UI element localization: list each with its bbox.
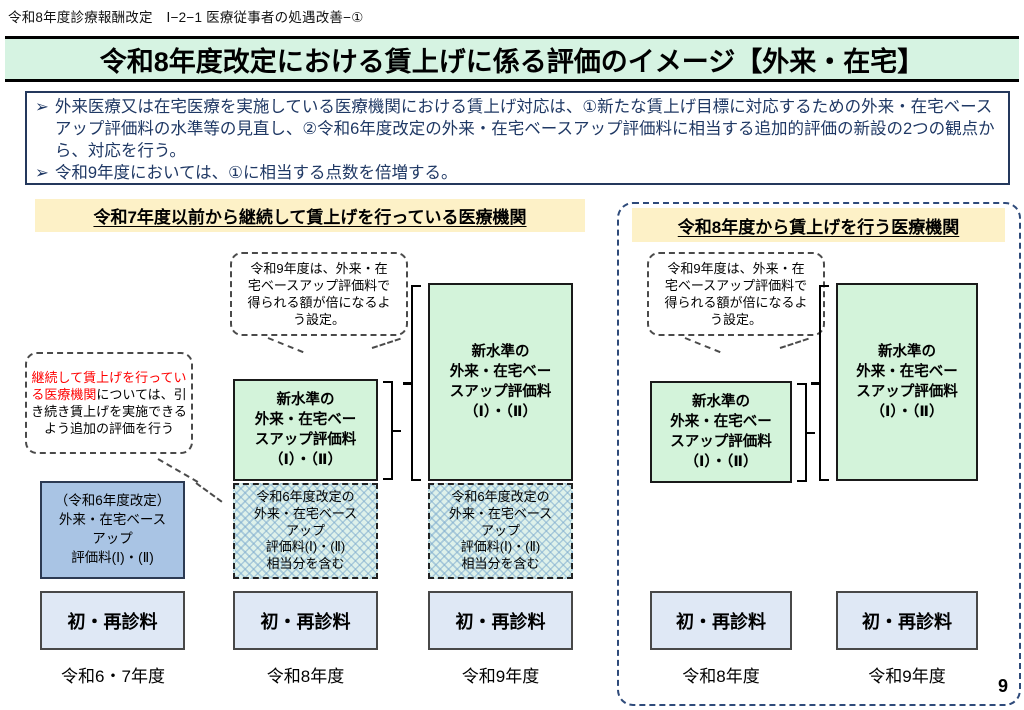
arrow-bullet-icon: ➢	[35, 98, 49, 116]
box-shosai-l2: 初・再診料	[233, 591, 378, 650]
box-r6-baseup-blue: （令和6年度改定） 外来・在宅ベース アップ 評価料(Ⅰ)・(Ⅱ)	[40, 481, 185, 579]
summary-bullet-1: ➢ 外来医療又は在宅医療を実施している医療機関における賃上げ対応は、①新たな賃上…	[35, 97, 998, 163]
bracket-tick	[811, 382, 820, 385]
left-section-header: 令和7年度以前から継続して賃上げを行っている医療機関	[35, 199, 585, 232]
box-shosai-r2: 初・再診料	[836, 591, 978, 650]
box-new-level-l2: 新水準の 外来・在宅ベー スアップ評価料 （Ⅰ）・（Ⅱ）	[233, 379, 378, 481]
box-new-level-r1: 新水準の 外来・在宅ベー スアップ評価料 （Ⅰ）・（Ⅱ）	[650, 381, 792, 483]
right-section-container	[617, 202, 1021, 706]
callout-tail-line	[195, 482, 223, 503]
box-shosai-l2-text: 初・再診料	[260, 611, 351, 632]
year-label-r2: 令和9年度	[868, 667, 946, 686]
page-title: 令和8年度改定における賃上げに係る評価のイメージ【外来・在宅】	[99, 46, 925, 77]
summary-bullet-1-text: 外来医療又は在宅医療を実施している医療機関における賃上げ対応は、①新たな賃上げ目…	[54, 98, 995, 160]
callout-tail-line	[371, 337, 401, 349]
title-bar: 令和8年度改定における賃上げに係る評価のイメージ【外来・在宅】	[5, 36, 1019, 82]
box-r6-included-l3: 令和6年度改定の 外来・在宅ベース アップ 評価料(Ⅰ)・(Ⅱ) 相当分を含む	[428, 483, 573, 579]
year-label-l3: 令和9年度	[461, 667, 540, 686]
summary-box: ➢ 外来医療又は在宅医療を実施している医療機関における賃上げ対応は、①新たな賃上…	[25, 91, 1010, 185]
box-shosai-r2-text: 初・再診料	[862, 611, 952, 632]
callout-tail-line	[267, 337, 304, 354]
bracket-tick	[403, 382, 412, 385]
box-r6-baseup-blue-text: （令和6年度改定） 外来・在宅ベース アップ 評価料(Ⅰ)・(Ⅱ)	[54, 493, 171, 565]
bracket-left	[811, 285, 829, 481]
bracket-left	[403, 285, 421, 481]
left-callout-double-text: 令和9年度は、外来・在 宅ベースアップ評価料で 得られる額が倍になるよ う設定。	[247, 260, 391, 328]
box-shosai-l1-text: 初・再診料	[67, 611, 158, 632]
right-callout-double: 令和9年度は、外来・在 宅ベースアップ評価料で 得られる額が倍になるよ う設定。	[647, 252, 825, 336]
left-section-header-text: 令和7年度以前から継続して賃上げを行っている医療機関	[93, 208, 527, 227]
page-number: 9	[998, 676, 1009, 696]
summary-bullet-2: ➢ 令和9年度においては、①に相当する点数を倍増する。	[35, 163, 998, 185]
bracket-tick	[806, 431, 815, 434]
box-shosai-r1-text: 初・再診料	[676, 611, 766, 632]
callout-black-text: については、引き続き賃上げを実施できるよう追加の評価を行う	[31, 386, 187, 437]
bracket-right	[383, 381, 401, 480]
bracket-right	[797, 383, 815, 482]
box-r6-included-l2-text: 令和6年度改定の 外来・在宅ベース アップ 評価料(Ⅰ)・(Ⅱ) 相当分を含む	[253, 488, 358, 572]
box-r6-included-l2: 令和6年度改定の 外来・在宅ベース アップ 評価料(Ⅰ)・(Ⅱ) 相当分を含む	[233, 483, 378, 579]
box-new-level-r2-text: 新水準の 外来・在宅ベー スアップ評価料 （Ⅰ）・（Ⅱ）	[856, 344, 958, 420]
left-callout-continue-text: 継続して賃上げを行っている医療機関については、引き続き賃上げを実施できるよう追加…	[30, 369, 188, 438]
left-callout-double: 令和9年度は、外来・在 宅ベースアップ評価料で 得られる額が倍になるよ う設定。	[230, 252, 408, 336]
left-callout-continue: 継続して賃上げを行っている医療機関については、引き続き賃上げを実施できるよう追加…	[25, 352, 193, 454]
box-new-level-l3-text: 新水準の 外来・在宅ベー スアップ評価料 （Ⅰ）・（Ⅱ）	[449, 344, 552, 420]
bracket-tick	[392, 429, 401, 432]
box-shosai-r1: 初・再診料	[650, 591, 792, 650]
box-new-level-r1-text: 新水準の 外来・在宅ベー スアップ評価料 （Ⅰ）・（Ⅱ）	[670, 394, 772, 470]
arrow-bullet-icon: ➢	[35, 163, 49, 182]
callout-tail-line	[157, 458, 199, 483]
box-r6-included-l3-text: 令和6年度改定の 外来・在宅ベース アップ 評価料(Ⅰ)・(Ⅱ) 相当分を含む	[448, 488, 553, 572]
right-section-header-text: 令和8年度から賃上げを行う医療機関	[677, 217, 960, 237]
right-section-header: 令和8年度から賃上げを行う医療機関	[632, 208, 1005, 242]
summary-bullet-2-text: 令和9年度においては、①に相当する点数を倍増する。	[54, 163, 458, 182]
callout-red-text: 継続して賃上げを行っている医療機関	[31, 369, 187, 402]
box-new-level-l3: 新水準の 外来・在宅ベー スアップ評価料 （Ⅰ）・（Ⅱ）	[428, 283, 573, 481]
right-callout-double-text: 令和9年度は、外来・在 宅ベースアップ評価料で 得られる額が倍になるよ う設定。	[664, 260, 808, 328]
year-label-r1: 令和8年度	[682, 667, 760, 686]
breadcrumb: 令和8年度診療報酬改定 Ⅰ−2−1 医療従事者の処遇改善−①	[8, 10, 364, 25]
year-label-l1: 令和6・7年度	[61, 667, 165, 686]
box-shosai-l3-text: 初・再診料	[455, 611, 546, 632]
year-label-l2: 令和8年度	[266, 667, 345, 686]
box-shosai-l3: 初・再診料	[428, 591, 573, 650]
box-shosai-l1: 初・再診料	[40, 591, 185, 650]
box-new-level-r2: 新水準の 外来・在宅ベー スアップ評価料 （Ⅰ）・（Ⅱ）	[836, 283, 978, 481]
box-new-level-l2-text: 新水準の 外来・在宅ベー スアップ評価料 （Ⅰ）・（Ⅱ）	[254, 392, 357, 468]
